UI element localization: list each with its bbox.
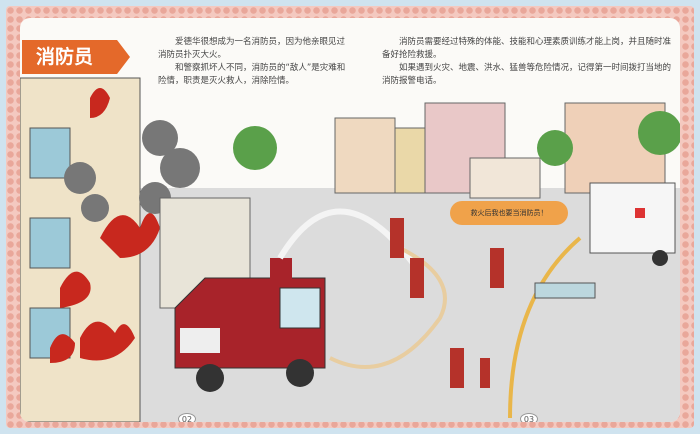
page-number-left: 02 xyxy=(178,413,196,422)
stretcher xyxy=(534,282,596,299)
smoke xyxy=(64,120,200,222)
fire-truck xyxy=(174,258,326,392)
ambulance xyxy=(589,182,676,266)
book-spread: 消防员 爱德华很想成为一名消防员，因为他亲眼见过消防员扑灭大火。 和警察抓坏人不… xyxy=(6,6,694,428)
page-number-right: 03 xyxy=(520,413,538,422)
illustration: 消防员 爱德华很想成为一名消防员，因为他亲眼见过消防员扑灭大火。 和警察抓坏人不… xyxy=(20,18,680,422)
paragraph: 如果遇到火灾、地震、洪水、猛兽等危险情况，记得第一时间拨打当地的消防报警电话。 xyxy=(382,63,672,86)
intro-text-left: 爱德华很想成为一名消防员，因为他亲眼见过消防员扑灭大火。 和警察抓坏人不同，消防… xyxy=(158,36,348,88)
flames xyxy=(50,88,160,363)
tree xyxy=(233,126,277,170)
paragraph: 爱德华很想成为一名消防员，因为他亲眼见过消防员扑灭大火。 xyxy=(158,37,346,60)
hose xyxy=(329,246,447,369)
intro-text-right: 消防员需要经过特殊的体能、技能和心理素质训练才能上岗，并且随时准备好抢险救援。 … xyxy=(382,36,672,88)
firefighters xyxy=(390,218,504,388)
speech-bubble: 救火后我也要当消防员！ xyxy=(450,201,568,225)
paragraph: 消防员需要经过特殊的体能、技能和心理素质训练才能上岗，并且随时准备好抢险救援。 xyxy=(382,37,672,60)
scene-drawing xyxy=(20,77,680,422)
page-title: 消防员 xyxy=(22,40,130,74)
paragraph: 和警察抓坏人不同，消防员的“敌人”是灾难和险情，职责是灭火救人，消除险情。 xyxy=(158,63,346,86)
